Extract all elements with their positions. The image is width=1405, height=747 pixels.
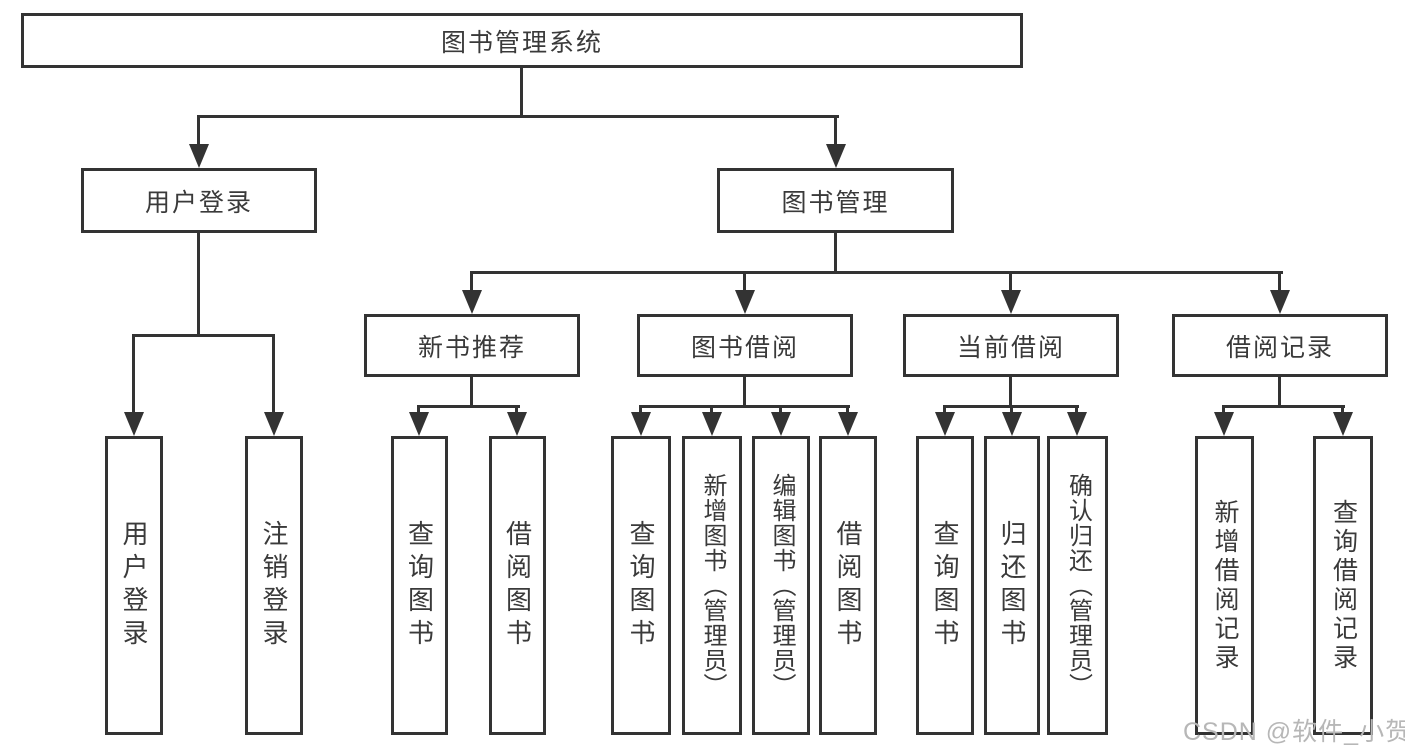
leaf-current-return-books-label: 归还图书 [997, 519, 1027, 652]
leaf-borrowing-query-books: 查询图书 [611, 436, 671, 735]
leaf-current-query-books: 查询图书 [916, 436, 974, 735]
arrow-to-leaf-user-login [124, 412, 144, 436]
connector-records-stem [1278, 377, 1281, 408]
node-new-book-recommend-label: 新书推荐 [417, 333, 526, 362]
connector-records-branch-line [1222, 405, 1345, 408]
csdn-watermark: CSDN @软件_小贺同学 [1183, 718, 1405, 746]
leaf-current-confirm-return-label: 确认归还（管理员） [1064, 473, 1092, 698]
leaf-borrowing-query-books-label: 查询图书 [626, 519, 656, 652]
connector-current-shaft-2 [1010, 405, 1013, 415]
connector-recommend-stem [470, 377, 473, 408]
leaf-current-query-books-label: 查询图书 [930, 519, 960, 652]
leaf-recommend-borrow-books-label: 借阅图书 [502, 519, 533, 652]
connector-user-login-branch-line [132, 334, 275, 337]
arrow-to-book-management [826, 144, 846, 168]
leaf-recommend-borrow-books: 借阅图书 [489, 436, 546, 735]
leaf-recommend-query-books: 查询图书 [391, 436, 448, 735]
leaf-records-query-record: 查询借阅记录 [1313, 436, 1373, 735]
connector-book-mgmt-shaft-1 [470, 271, 473, 292]
connector-root-stem [520, 66, 523, 117]
connector-root-left-shaft [197, 115, 200, 146]
arrow-to-borrowing-borrow-books [838, 412, 858, 436]
node-book-management-label: 图书管理 [781, 188, 890, 217]
connector-book-mgmt-branch-line [470, 271, 1283, 274]
arrow-to-borrowing-query-books [631, 412, 651, 436]
connector-book-mgmt-shaft-2 [743, 271, 746, 292]
arrow-to-current-borrowing [1001, 290, 1021, 314]
node-book-borrowing: 图书借阅 [637, 314, 853, 377]
arrow-to-book-borrowing [735, 290, 755, 314]
arrow-to-borrowing-add-books [702, 412, 722, 436]
arrow-to-user-login [189, 144, 209, 168]
connector-recommend-shaft-2 [515, 405, 518, 415]
node-user-login-label: 用户登录 [144, 188, 253, 217]
connector-user-login-stem [197, 233, 200, 336]
node-borrow-records: 借阅记录 [1172, 314, 1388, 377]
connector-book-mgmt-stem [834, 233, 837, 273]
node-current-borrowing-label: 当前借阅 [956, 333, 1065, 362]
arrow-to-leaf-logout [264, 412, 284, 436]
leaf-current-confirm-return: 确认归还（管理员） [1047, 436, 1108, 735]
leaf-borrowing-add-books-label: 新增图书（管理员） [699, 473, 726, 698]
leaf-user-login-label: 用户登录 [119, 519, 149, 652]
node-current-borrowing: 当前借阅 [903, 314, 1119, 377]
arrow-to-new-book-recommend [462, 290, 482, 314]
leaf-records-query-record-label: 查询借阅记录 [1329, 498, 1358, 673]
node-library-system: 图书管理系统 [21, 13, 1023, 68]
node-book-management: 图书管理 [717, 168, 954, 233]
leaf-logout-label: 注销登录 [259, 519, 289, 652]
leaf-borrowing-borrow-books: 借阅图书 [819, 436, 877, 735]
leaf-records-add-record: 新增借阅记录 [1195, 436, 1254, 735]
leaf-recommend-query-books-label: 查询图书 [404, 519, 435, 652]
leaf-borrowing-borrow-books-label: 借阅图书 [833, 519, 863, 652]
connector-borrowing-shaft-1 [639, 405, 642, 415]
leaf-user-login: 用户登录 [105, 436, 163, 735]
connector-current-shaft-3 [1075, 405, 1078, 415]
leaf-borrowing-edit-books-label: 编辑图书（管理员） [768, 473, 795, 698]
leaf-borrowing-edit-books: 编辑图书（管理员） [752, 436, 810, 735]
arrow-to-recommend-borrow-books [507, 412, 527, 436]
connector-borrowing-stem [743, 377, 746, 408]
arrow-to-borrowing-edit-books [771, 412, 791, 436]
connector-recommend-branch-line [417, 405, 520, 408]
node-book-borrowing-label: 图书借阅 [690, 333, 799, 362]
arrow-to-recommend-query-books [409, 412, 429, 436]
connector-user-login-shaft-1 [132, 334, 135, 414]
node-borrow-records-label: 借阅记录 [1225, 333, 1334, 362]
arrow-to-records-add-record [1214, 412, 1234, 436]
node-user-login: 用户登录 [81, 168, 317, 233]
connector-records-shaft-1 [1222, 405, 1225, 415]
connector-book-mgmt-shaft-3 [1009, 271, 1012, 292]
connector-records-shaft-2 [1341, 405, 1344, 415]
connector-borrowing-shaft-3 [779, 405, 782, 415]
leaf-borrowing-add-books: 新增图书（管理员） [682, 436, 742, 735]
connector-current-stem [1009, 377, 1012, 408]
node-new-book-recommend: 新书推荐 [364, 314, 580, 377]
connector-user-login-shaft-2 [272, 334, 275, 414]
node-library-system-label: 图书管理系统 [440, 28, 603, 57]
connector-book-mgmt-shaft-4 [1278, 271, 1281, 292]
leaf-logout: 注销登录 [245, 436, 303, 735]
arrow-to-records-query-record [1333, 412, 1353, 436]
leaf-current-return-books: 归还图书 [984, 436, 1040, 735]
arrow-to-borrow-records [1270, 290, 1290, 314]
connector-recommend-shaft-1 [417, 405, 420, 415]
arrow-to-current-return-books [1002, 412, 1022, 436]
leaf-records-add-record-label: 新增借阅记录 [1211, 498, 1239, 673]
arrow-to-current-confirm-return [1067, 412, 1087, 436]
connector-root-branch-line [197, 115, 839, 118]
connector-borrowing-shaft-4 [846, 405, 849, 415]
arrow-to-current-query-books [935, 412, 955, 436]
connector-root-right-shaft [834, 115, 837, 146]
connector-current-shaft-1 [943, 405, 946, 415]
connector-borrowing-shaft-2 [710, 405, 713, 415]
connector-borrowing-branch-line [639, 405, 850, 408]
